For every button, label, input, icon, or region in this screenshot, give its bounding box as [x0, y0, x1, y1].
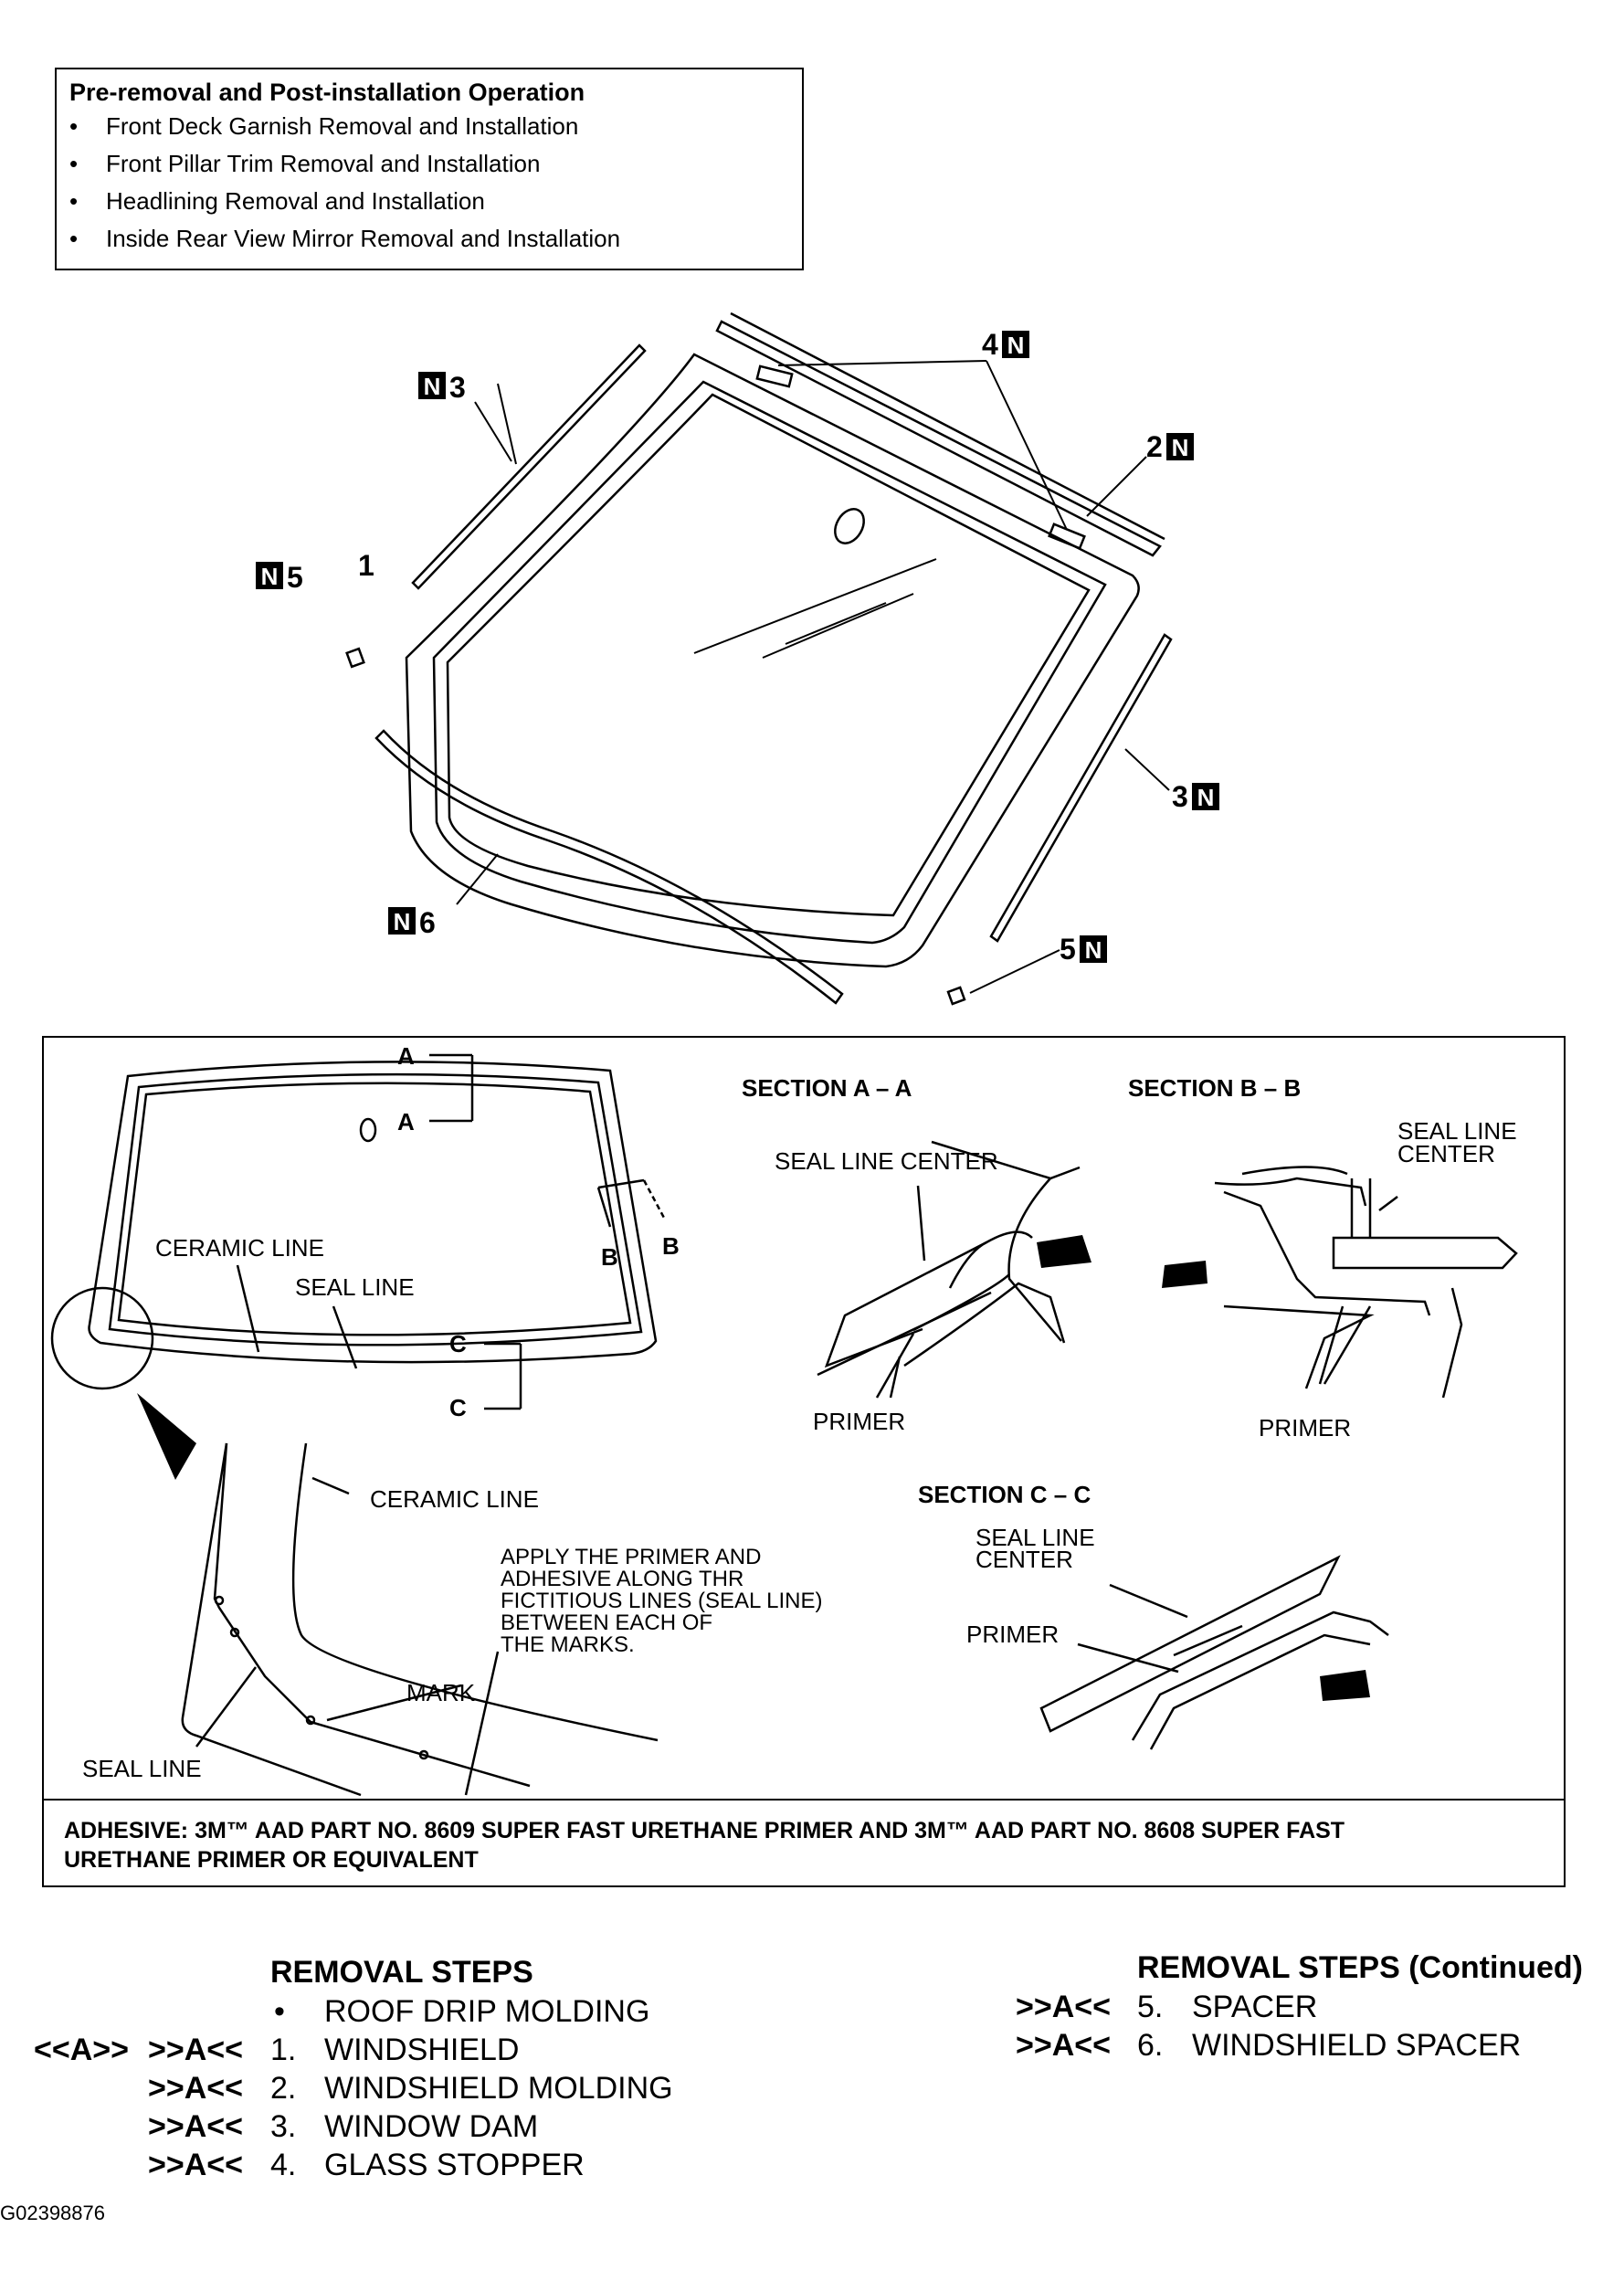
- view-direction-arrow: [137, 1393, 196, 1480]
- label-b-right: B: [662, 1232, 680, 1260]
- label-a-top: A: [397, 1042, 415, 1070]
- exploded-view: [345, 312, 1173, 1006]
- adhesive-tube-icon: [1037, 1235, 1370, 1701]
- label-seal-line-detail: SEAL LINE: [82, 1755, 202, 1782]
- label-primer-a: PRIMER: [813, 1408, 905, 1435]
- part-label-6: 6: [419, 906, 436, 939]
- pre-removal-item: •Front Pillar Trim Removal and Installat…: [69, 150, 541, 177]
- section-b-title: SECTION B – B: [1128, 1074, 1301, 1102]
- pre-removal-item: •Inside Rear View Mirror Removal and Ins…: [69, 225, 621, 252]
- part-label-5-right: 5: [1060, 933, 1076, 966]
- label-ceramic-line: CERAMIC LINE: [155, 1234, 324, 1262]
- part-label-3-right: 3: [1172, 780, 1188, 813]
- label-seal-line-center-c2: CENTER: [975, 1546, 1073, 1573]
- instruction-line: APPLY THE PRIMER AND: [501, 1545, 761, 1569]
- detail-drawings: [50, 1053, 1518, 1797]
- part-label-2: 2: [1146, 430, 1163, 463]
- label-seal-line-center-b1: SEAL LINE: [1397, 1117, 1517, 1145]
- label-seal-line-center-a: SEAL LINE CENTER: [775, 1147, 998, 1175]
- detail-panel-frame: [42, 1036, 1566, 1887]
- label-seal-line-center-b2: CENTER: [1397, 1140, 1495, 1167]
- part-label-3-left: 3: [449, 371, 466, 404]
- adhesive-note-line-2: URETHANE PRIMER OR EQUIVALENT: [64, 1847, 479, 1873]
- instruction-line: ADHESIVE ALONG THR: [501, 1567, 743, 1591]
- label-b-left: B: [601, 1243, 618, 1271]
- instruction-line: THE MARKS.: [501, 1632, 635, 1657]
- pre-removal-title: Pre-removal and Post-installation Operat…: [69, 79, 585, 106]
- label-ceramic-line-detail: CERAMIC LINE: [370, 1485, 539, 1513]
- label-seal-line: SEAL LINE: [295, 1273, 415, 1301]
- section-c-title: SECTION C – C: [918, 1481, 1091, 1508]
- pre-removal-item: •Front Deck Garnish Removal and Installa…: [69, 112, 579, 140]
- label-mark: MARK: [406, 1679, 476, 1706]
- section-a-title: SECTION A – A: [742, 1074, 912, 1102]
- pre-removal-item: •Headlining Removal and Installation: [69, 187, 485, 215]
- label-a-bottom: A: [397, 1108, 415, 1135]
- windshield-glass: [405, 353, 1140, 968]
- part-label-4: 4: [982, 328, 998, 361]
- label-primer-c: PRIMER: [966, 1621, 1059, 1648]
- part-label-1: 1: [358, 549, 374, 582]
- adhesive-note-line-1: ADHESIVE: 3M™ AAD PART NO. 8609 SUPER FA…: [64, 1818, 1345, 1843]
- pre-removal-box: Pre-removal and Post-installation Operat…: [55, 68, 804, 270]
- label-seal-line-center-c1: SEAL LINE: [975, 1524, 1095, 1551]
- figure-id: G02398876: [0, 2202, 105, 2224]
- part-label-5-left: 5: [287, 561, 303, 594]
- label-c-bottom: C: [449, 1394, 467, 1421]
- instruction-line: BETWEEN EACH OF: [501, 1610, 712, 1635]
- exploded-view-labels: 1 3 5 4 2 3 6 5: [256, 328, 1219, 966]
- label-primer-b: PRIMER: [1259, 1414, 1351, 1441]
- label-c-top: C: [449, 1330, 467, 1357]
- removal-steps-continued-title: REMOVAL STEPS (Continued): [1137, 1950, 1583, 1985]
- instruction-line: FICTITIOUS LINES (SEAL LINE): [501, 1589, 823, 1613]
- detail-labels: A A B B C C CERAMIC LINE SEAL LINE CERAM…: [64, 1042, 1517, 1873]
- removal-steps-title: REMOVAL STEPS: [270, 1955, 533, 1990]
